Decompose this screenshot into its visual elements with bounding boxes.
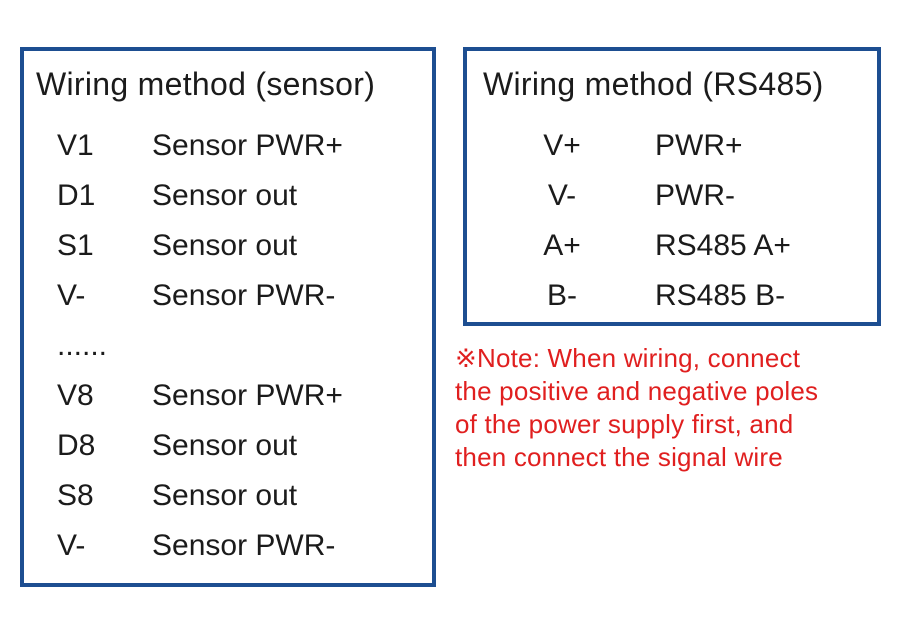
note-line: the positive and negative poles [455,376,819,406]
pin-label: V8 [57,379,94,412]
pin-description: Sensor out [152,429,298,462]
note-line: ※Note: When wiring, connect [455,343,801,373]
rs485-pin-table: V+ PWR+ V- PWR- A+ RS485 A+ B- RS485 B- [467,121,877,321]
pin-description: Sensor out [152,179,298,212]
table-row-ellipsis: ...... [24,321,432,371]
rs485-wiring-box: Wiring method (RS485) V+ PWR+ V- PWR- A+… [463,47,881,326]
pin-label: S8 [57,479,94,512]
table-row: A+ RS485 A+ [467,221,877,271]
pin-description: Sensor PWR+ [152,129,343,162]
note-line: then connect the signal wire [455,442,783,472]
pin-label: B- [547,279,577,312]
pin-label: D8 [57,429,96,462]
table-row: V+ PWR+ [467,121,877,171]
table-row: D8 Sensor out [24,421,432,471]
pin-label: V- [57,279,86,312]
ellipsis-label: ...... [57,329,108,362]
pin-label: V1 [57,129,94,162]
sensor-wiring-box: Wiring method (sensor) V1 Sensor PWR+ D1… [20,47,436,587]
pin-label: D1 [57,179,96,212]
table-row: D1 Sensor out [24,171,432,221]
table-row: B- RS485 B- [467,271,877,321]
pin-description: Sensor PWR- [152,529,336,562]
table-row: V8 Sensor PWR+ [24,371,432,421]
pin-label: V+ [543,129,581,162]
pin-label: A+ [543,229,581,262]
table-row: V- Sensor PWR- [24,521,432,571]
wiring-note-text: ※Note: When wiring, connect the positive… [455,342,900,474]
pin-label: S1 [57,229,94,262]
table-row: V- Sensor PWR- [24,271,432,321]
pin-description: PWR- [655,179,735,212]
pin-description: Sensor PWR+ [152,379,343,412]
table-row: S8 Sensor out [24,471,432,521]
pin-description: Sensor out [152,229,298,262]
pin-description: RS485 A+ [655,229,791,262]
pin-description: Sensor PWR- [152,279,336,312]
sensor-box-title: Wiring method (sensor) [36,66,376,102]
table-row: V- PWR- [467,171,877,221]
rs485-box-title: Wiring method (RS485) [483,66,824,102]
note-line: of the power supply first, and [455,409,794,439]
pin-label: V- [547,179,577,212]
pin-description: PWR+ [655,129,743,162]
pin-description: RS485 B- [655,279,786,312]
pin-label: V- [57,529,86,562]
pin-description: Sensor out [152,479,298,512]
table-row: S1 Sensor out [24,221,432,271]
sensor-pin-table: V1 Sensor PWR+ D1 Sensor out S1 Sensor o… [24,121,432,571]
table-row: V1 Sensor PWR+ [24,121,432,171]
